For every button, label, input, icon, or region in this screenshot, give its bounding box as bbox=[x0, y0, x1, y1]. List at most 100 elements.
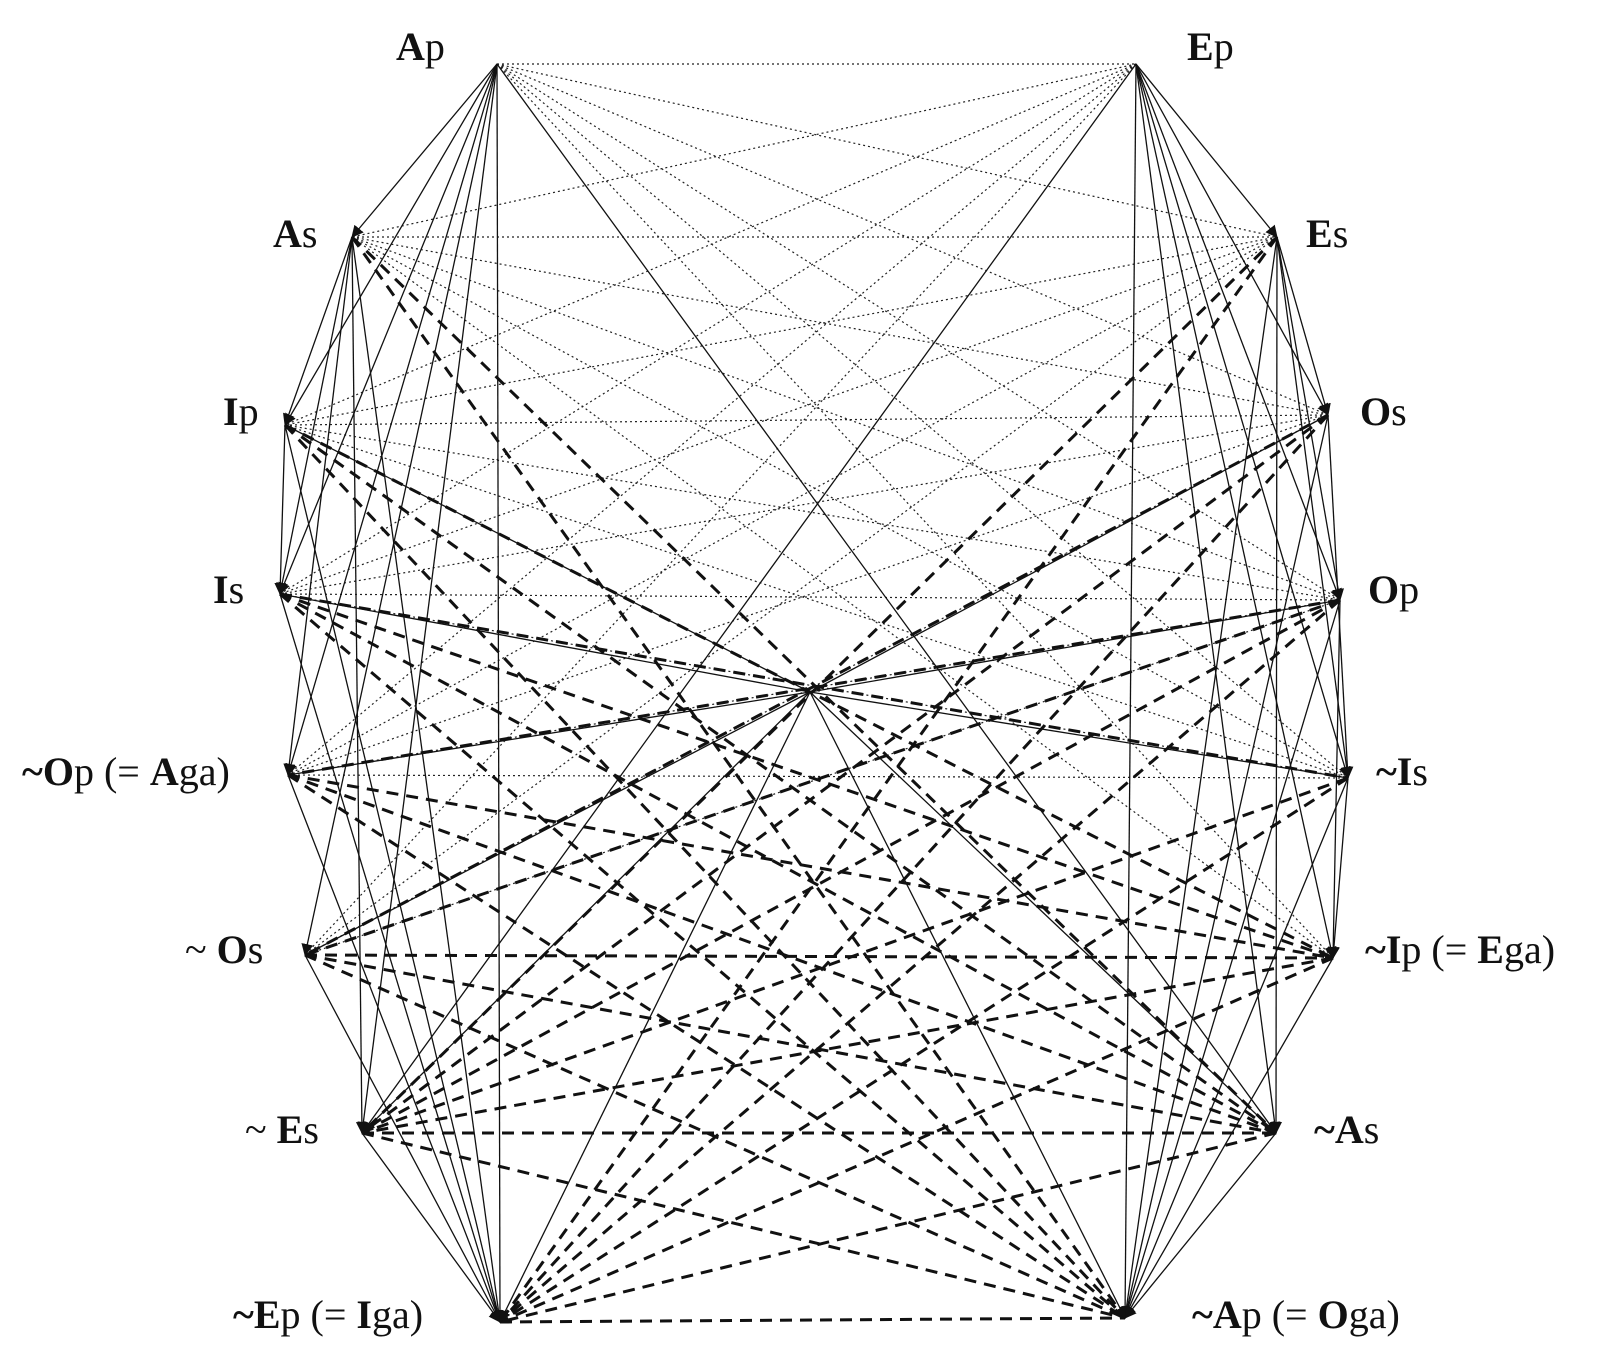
node-label-part: O bbox=[1368, 567, 1399, 612]
node-label-part: s bbox=[1364, 1107, 1380, 1152]
dotted-edge-Is-Os bbox=[279, 414, 1329, 595]
dashed-edge-nIs-nEp bbox=[499, 776, 1349, 1324]
solid-edge-nIs-nIp bbox=[1327, 777, 1349, 959]
solid-edge-Os-nAp bbox=[1121, 414, 1329, 1319]
node-label-part: ga) bbox=[179, 749, 230, 794]
solid-edge-Ip-C bbox=[284, 424, 811, 693]
node-label-part: p bbox=[425, 24, 445, 69]
solid-edge-Op-nAp bbox=[1122, 599, 1341, 1319]
dotted-edge-Ep-Is bbox=[279, 63, 1137, 595]
node-label-part: p (= bbox=[281, 1292, 357, 1337]
node-label-part: s bbox=[1412, 749, 1428, 794]
solid-edge-nEs-nEp bbox=[361, 1132, 501, 1323]
solid-edge-Es-Os bbox=[1276, 236, 1331, 416]
dashed-edge-nEp-nAp bbox=[499, 1316, 1126, 1324]
dashed-edge-Op-nOp bbox=[287, 598, 1341, 777]
node-label-nIp: ~Ip (= Ega) bbox=[1365, 927, 1555, 972]
node-label-nEp: ~Ep (= Iga) bbox=[233, 1292, 423, 1337]
node-label-Op: Op bbox=[1368, 567, 1419, 612]
node-label-part: p (= bbox=[74, 749, 150, 794]
node-label-part: A bbox=[1335, 1107, 1364, 1152]
solid-edge-As-nEp bbox=[351, 236, 505, 1323]
solid-edge-Ep-Op bbox=[1135, 63, 1342, 601]
dotted-edge-Ip-Os bbox=[284, 414, 1329, 426]
solid-edge-nIs-nAp bbox=[1123, 777, 1349, 1319]
solid-edge-C-nEs bbox=[361, 691, 811, 1134]
dotted-edge-Ap-nIs bbox=[496, 63, 1349, 779]
node-label-part: s bbox=[302, 211, 318, 256]
node-label-Is: Is bbox=[213, 567, 244, 612]
dotted-edge-As-Op bbox=[351, 236, 1341, 601]
node-label-nEs: ~ Es bbox=[245, 1107, 319, 1152]
node-label-part: A bbox=[273, 211, 302, 256]
dashed-edge-nOs-nIp bbox=[304, 953, 1334, 960]
dotted-edge-nOp-nIs bbox=[287, 774, 1349, 779]
dotted-edge-Ep-nOs bbox=[304, 63, 1137, 956]
node-label-part: E bbox=[1306, 211, 1333, 256]
node-label-nAp: ~Ap (= Oga) bbox=[1192, 1292, 1400, 1337]
dotted-edge-Es-nOp bbox=[287, 236, 1278, 776]
node-label-part: E bbox=[1477, 927, 1504, 972]
dashed-edge-Ip-nAs bbox=[284, 423, 1277, 1135]
solid-edge-Ep-Os bbox=[1135, 63, 1329, 416]
dashed-edge-nOs-nAp bbox=[304, 953, 1126, 1320]
node-label-part: ~ bbox=[1365, 927, 1386, 972]
dotted-edge-Ap-Op bbox=[496, 63, 1341, 601]
node-label-part: ga) bbox=[1349, 1292, 1400, 1337]
node-label-part: s bbox=[303, 1107, 319, 1152]
dotted-edge-Ap-Es bbox=[496, 63, 1278, 238]
dashed-edge-Os-nOs bbox=[304, 413, 1329, 957]
node-label-part: ga) bbox=[372, 1292, 423, 1337]
dotted-edge-As-Os bbox=[351, 236, 1329, 416]
dotted-edge-As-nIs bbox=[351, 236, 1349, 779]
dashed-edge-nAs-nEp bbox=[499, 1131, 1277, 1324]
solid-edge-nAs-nAp bbox=[1124, 1132, 1277, 1319]
solid-edge-Ep-Es bbox=[1135, 63, 1278, 238]
dotted-edge-nOp-Os bbox=[287, 414, 1329, 776]
node-label-part: p (= bbox=[1401, 927, 1477, 972]
solid-edge-C-nEp bbox=[499, 691, 811, 1323]
solid-edge-C-nAs bbox=[809, 691, 1277, 1134]
solid-edge-Is-C bbox=[279, 593, 811, 693]
node-label-part: ~ bbox=[22, 749, 43, 794]
node-label-part: O bbox=[43, 749, 74, 794]
solid-edge-Ap-nOp bbox=[285, 63, 498, 776]
solid-edge-Ap-Is bbox=[278, 63, 498, 595]
node-label-part: p bbox=[239, 389, 259, 434]
solid-edge-Os-nIs bbox=[1327, 414, 1354, 779]
node-label-Ep: Ep bbox=[1187, 24, 1234, 69]
dotted-edge-Es-Ip bbox=[284, 236, 1278, 426]
node-label-part: I bbox=[213, 567, 229, 612]
solid-edge-Is-nEp bbox=[279, 593, 503, 1323]
solid-edge-Ep-nAp bbox=[1119, 63, 1137, 1319]
solid-edge-As-Ip bbox=[283, 236, 353, 426]
dotted-edge-Ep-As bbox=[351, 63, 1137, 238]
node-label-part: I bbox=[1386, 927, 1402, 972]
dashed-edge-Is-nAs bbox=[279, 592, 1277, 1135]
dashed-edge-Is-nIp bbox=[279, 592, 1334, 960]
solid-edge-Es-Op bbox=[1276, 236, 1345, 601]
solid-edge-Ap-nEs bbox=[357, 63, 498, 1134]
node-label-nOs: ~ Os bbox=[185, 927, 263, 972]
dotted-edge-Ep-Ip bbox=[284, 63, 1137, 426]
solid-edge-Es-nAp bbox=[1120, 236, 1278, 1319]
node-label-part: I bbox=[356, 1292, 372, 1337]
dotted-edge-Es-nOs bbox=[304, 236, 1278, 956]
solid-edge-Ep-nIs bbox=[1135, 63, 1351, 779]
solid-edge-Ap-nAs bbox=[496, 63, 1277, 1134]
node-label-part: ~ bbox=[1192, 1292, 1213, 1337]
node-label-part: s bbox=[1391, 389, 1407, 434]
node-label-part: ~ bbox=[245, 1107, 277, 1152]
solid-edge-nOp-nEp bbox=[287, 774, 502, 1323]
solid-edge-nOs-C bbox=[304, 691, 811, 956]
solid-edge-As-nOp bbox=[283, 236, 353, 776]
dashed-edge-Es-nEp bbox=[498, 236, 1279, 1323]
dashed-edge-nOp-nIp bbox=[287, 773, 1334, 960]
node-label-part: ga) bbox=[1504, 927, 1555, 972]
dashed-edge-Op-nEs bbox=[361, 598, 1341, 1135]
node-label-nIs: ~Is bbox=[1376, 749, 1428, 794]
solid-edge-Ap-nOs bbox=[301, 63, 498, 956]
solid-edge-As-Is bbox=[276, 236, 353, 595]
dashed-edge-Ip-nAp bbox=[283, 423, 1127, 1320]
